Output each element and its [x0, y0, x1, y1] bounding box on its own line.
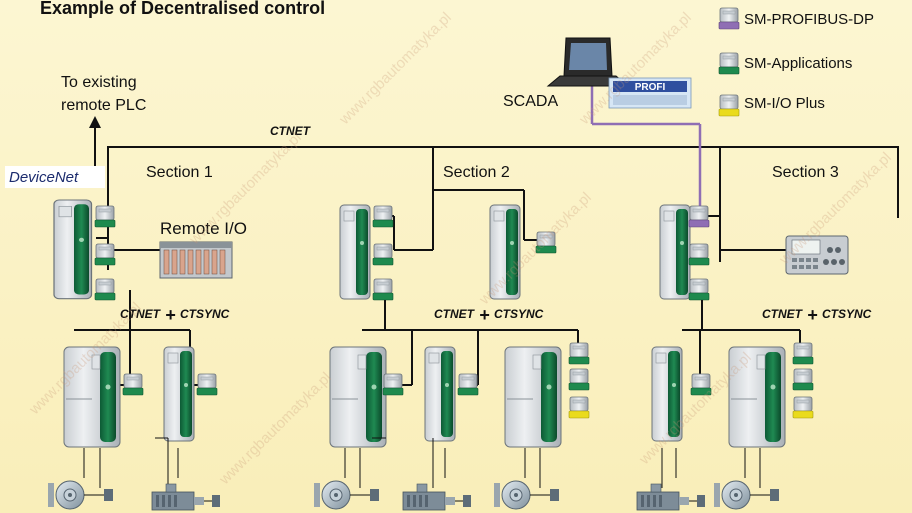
plus-sign-section3: +: [807, 305, 818, 325]
feedback-lines: [83, 437, 761, 488]
remote-io-label: Remote I/O: [160, 219, 247, 238]
remote-plc-line1: To existing: [61, 74, 137, 91]
devicenet-logo-text: DeviceNet: [9, 169, 79, 186]
remote-plc-line2: remote PLC: [61, 97, 146, 114]
devicenet-logo: DeviceNet: [5, 166, 105, 188]
profibus-logo: PROFI: [608, 77, 692, 109]
diagram-title: Example of Decentralised control: [40, 0, 326, 18]
drive-section2-b: [424, 346, 479, 442]
motor-section2-c-icon: [493, 480, 560, 510]
drive-section2-a: [329, 346, 404, 448]
servo-section1-b-icon: [151, 483, 221, 511]
legend-profibus-icon: [718, 7, 740, 30]
drive-section3-master: [659, 204, 710, 301]
ctnet-logo: CTNET: [270, 124, 312, 138]
drive-section1-master: [53, 199, 116, 301]
legend-applications-label: SM-Applications: [744, 55, 852, 72]
ctsync-logo-section3: CTSYNC: [822, 307, 872, 321]
remote-io-rack: [159, 241, 233, 279]
plus-sign-section1: +: [165, 305, 176, 325]
scada-label: SCADA: [503, 93, 558, 110]
drive-section2-master: [339, 204, 394, 301]
plus-sign-section2: +: [479, 305, 490, 325]
legend-applications-icon: [718, 52, 740, 75]
legend-profibus-label: SM-PROFIBUS-DP: [744, 11, 874, 28]
drive-section2-c: [504, 342, 590, 448]
servo-section2-b-icon: [402, 483, 472, 511]
drive-section1-b: [163, 346, 218, 442]
ctsync-logo-section1: CTSYNC: [180, 307, 230, 321]
profibus-logo-text: PROFI: [635, 82, 666, 93]
ctnet-bus: [96, 146, 899, 270]
section-3-label: Section 3: [772, 164, 839, 181]
motor-section1-a-icon: [47, 480, 114, 510]
legend: [718, 7, 740, 117]
ctnet-logo-section2: CTNET: [434, 307, 476, 321]
legend-io-plus-label: SM-I/O Plus: [744, 95, 825, 112]
scada-laptop-icon: [546, 37, 630, 87]
ctnet-logo-section1: CTNET: [120, 307, 162, 321]
section-1-label: Section 1: [146, 164, 213, 181]
hmi-keypad-icon: [785, 235, 849, 275]
section-2-label: Section 2: [443, 164, 510, 181]
legend-io-plus-icon: [718, 94, 740, 117]
motor-section3-b-icon: [713, 480, 780, 510]
servo-section3-a-icon: [636, 483, 706, 511]
motor-section2-a-icon: [313, 480, 380, 510]
ctsync-logo-section2: CTSYNC: [494, 307, 544, 321]
ctnet-logo-section3: CTNET: [762, 307, 804, 321]
